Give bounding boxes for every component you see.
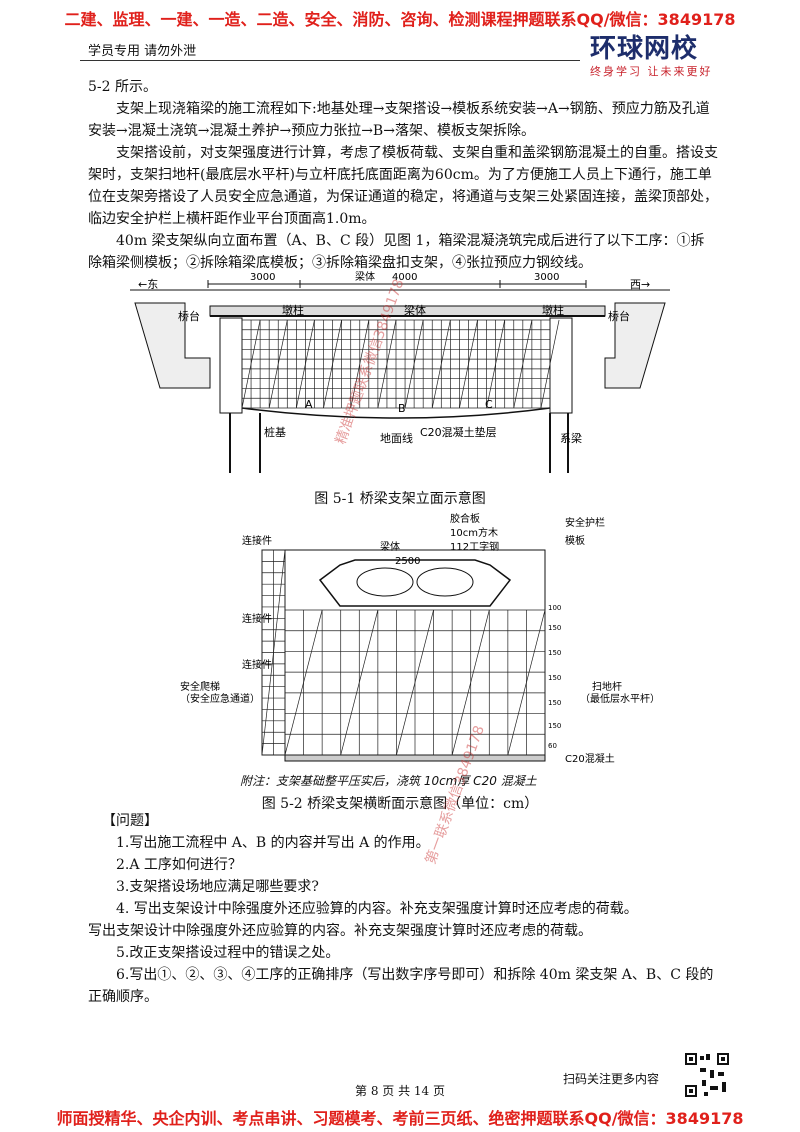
page-number: 第 8 页 共 14 页 — [355, 1084, 445, 1098]
question-1: 1.写出施工流程中 A、B 的内容并写出 A 的作用。 — [116, 835, 430, 851]
header-left-text: 学员专用 请勿外泄 — [88, 44, 197, 59]
brand-logo: 环球网校 终身学习 让未来更好 — [590, 28, 740, 78]
fig2-dim-3: 150 — [548, 649, 561, 657]
fig1-pile: 桩基 — [264, 425, 286, 439]
fig1-abutment-left: 桥台 — [178, 309, 200, 323]
fig1-pier-left: 墩柱 — [282, 303, 304, 317]
header-divider — [80, 60, 580, 61]
fig2-wood: 10cm方木 — [450, 526, 498, 539]
top-banner: 二建、监理、一建、一造、二造、安全、消防、咨询、检测课程押题联系QQ/微信：38… — [64, 10, 736, 29]
question-2: 2.A 工序如何进行？ — [116, 857, 242, 873]
fig2-steel: 112工字钢 — [450, 540, 499, 553]
fig1-dim-left: 3000 — [250, 272, 275, 283]
question-4: 4. 写出支架设计中除强度外还应验算的内容。补充支架强度计算时还应考虑的荷载。 — [116, 901, 638, 917]
question-5: 5.改正支架搭设过程中的错误之处。 — [116, 945, 340, 961]
fig1-dim-mid: 4000 — [392, 272, 417, 283]
paragraph-3: 支架搭设前，对支架强度进行计算，考虑了模板荷载、支架自重和盖梁钢筋混凝土的自重。… — [88, 145, 718, 227]
questions-section: 【问题】 1.写出施工流程中 A、B 的内容并写出 A 的作用。 2.A 工序如… — [88, 810, 718, 1008]
fig2-formwork: 模板 — [565, 534, 585, 547]
fig2-dim-5: 150 — [548, 699, 561, 707]
fig2-dim-6: 150 — [548, 722, 561, 730]
fig2-dim-4: 150 — [548, 674, 561, 682]
fig1-seg-b: B — [398, 402, 406, 415]
paragraph-2: 支架上现浇箱梁的施工流程如下:地基处理→支架搭设→模板系统安装→A→钢筋、预应力… — [88, 101, 710, 139]
fig2-link-2: 连接件 — [242, 612, 272, 625]
logo-main: 环球网校 — [590, 34, 699, 64]
question-6: 6.写出①、②、③、④工序的正确排序（写出数字序号即可）和拆除 40m 梁支架 … — [88, 967, 714, 1005]
question-4-repeat: 写出支架设计中除强度外还应验算的内容。补充支架强度计算时还应考虑的荷载。 — [88, 923, 592, 939]
figure-1-caption: 图 5-1 桥梁支架立面示意图 — [314, 491, 486, 507]
figure-2-note: 附注：支架基础整平压实后，浇筑 10cm厚 C20 混凝土 — [240, 774, 537, 788]
bottom-banner: 师面授精华、央企内训、考点串讲、习题模考、考前三页纸、绝密押题联系QQ/微信：3… — [56, 1109, 744, 1128]
fig1-cushion: C20混凝土垫层 — [420, 425, 497, 439]
qr-code-icon — [684, 1052, 730, 1098]
fig1-beam-body: 梁体 — [404, 303, 426, 317]
fig2-dim-7: 60 — [548, 742, 557, 750]
fig2-plate: 胶合板 — [450, 512, 480, 525]
fig2-dim-2: 150 — [548, 624, 561, 632]
fig1-abutment-right: 桥台 — [608, 309, 630, 323]
fig2-link-3: 连接件 — [242, 658, 272, 671]
fig2-link-1: 连接件 — [242, 534, 272, 547]
fig2-ladder-1: 安全爬梯 — [180, 680, 220, 693]
figure-2-cross-section: 连接件 连接件 连接件 安全爬梯 （安全应急通道） 梁体 2500 胶合板 10… — [180, 512, 660, 765]
fig2-width: 2500 — [395, 556, 420, 567]
fig2-beam: 梁体 — [380, 540, 400, 553]
paragraph-1: 5-2 所示。 — [88, 79, 157, 95]
figure-1-elevation: 3000 4000 3000 ←东 西→ 梁体 桥台 桥台 墩柱 墩柱 梁体 A… — [130, 270, 670, 473]
question-3: 3.支架搭设场地应满足哪些要求? — [116, 879, 319, 895]
fig2-c20: C20混凝土 — [565, 752, 615, 765]
paragraph-4: 40m 梁支架纵向立面布置（A、B、C 段）见图 1，箱梁混凝浇筑完成后进行了以… — [88, 233, 705, 271]
fig1-beam-top-label: 梁体 — [355, 270, 375, 283]
figure-2-caption: 图 5-2 桥梁支架横断面示意图（单位：cm） — [261, 796, 539, 812]
fig1-dim-right: 3000 — [534, 272, 559, 283]
body-text: 5-2 所示。 支架上现浇箱梁的施工流程如下:地基处理→支架搭设→模板系统安装→… — [88, 76, 718, 274]
questions-heading: 【问题】 — [102, 813, 158, 829]
fig2-ladder-2: （安全应急通道） — [180, 692, 260, 705]
qr-caption: 扫码关注更多内容 — [563, 1072, 660, 1086]
fig2-sweep-1: 扫地杆 — [592, 680, 622, 693]
fig1-pier-right: 墩柱 — [542, 303, 564, 317]
logo-slogan: 终身学习 让未来更好 — [590, 65, 713, 78]
fig1-ground: 地面线 — [380, 431, 413, 445]
fig1-east-label: ←东 — [138, 278, 158, 291]
fig2-rail: 安全护栏 — [565, 516, 605, 529]
fig1-west-label: 西→ — [630, 278, 650, 291]
fig1-seg-c: C — [485, 398, 493, 411]
fig1-seg-a: A — [305, 398, 313, 411]
fig2-sweep-2: （最低层水平杆） — [580, 692, 660, 705]
fig2-dim-1: 100 — [548, 604, 561, 612]
fig1-tie: 系梁 — [560, 431, 582, 445]
